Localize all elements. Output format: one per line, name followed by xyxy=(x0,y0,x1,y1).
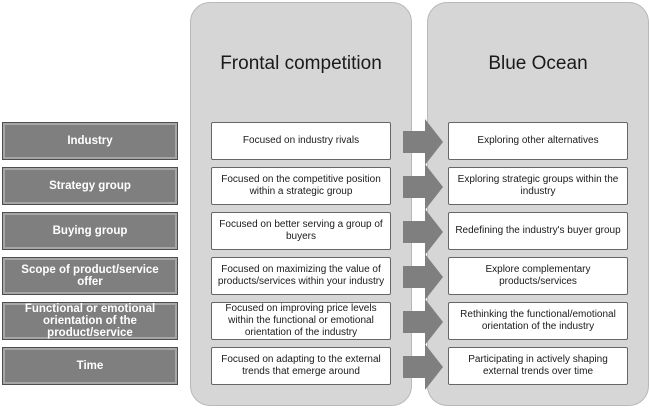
row-label-buying-group: Buying group xyxy=(2,212,178,250)
frontal-cell-industry: Focused on industry rivals xyxy=(211,122,391,160)
row-label-time: Time xyxy=(2,347,178,385)
frontal-cell-orientation: Focused on improving price levels within… xyxy=(211,302,391,340)
row-label-scope: Scope of product/service offer xyxy=(2,257,178,295)
row-label-orientation: Functional or emotional orientation of t… xyxy=(2,302,178,340)
frontal-competition-title: Frontal competition xyxy=(220,53,382,74)
arrow-scope xyxy=(403,254,443,300)
blue-ocean-title: Blue Ocean xyxy=(488,53,588,74)
row-label-industry: Industry xyxy=(2,122,178,160)
frontal-cell-buying-group: Focused on better serving a group of buy… xyxy=(211,212,391,250)
arrow-orientation xyxy=(403,299,443,345)
arrow-buying-group xyxy=(403,209,443,255)
arrow-time xyxy=(403,344,443,390)
frontal-cell-time: Focused on adapting to the external tren… xyxy=(211,347,391,385)
arrow-industry xyxy=(403,119,443,165)
blue-cell-buying-group: Redefining the industry's buyer group xyxy=(448,212,628,250)
blue-cell-industry: Exploring other alternatives xyxy=(448,122,628,160)
blue-cell-time: Participating in actively shaping extern… xyxy=(448,347,628,385)
arrow-strategy-group xyxy=(403,164,443,210)
frontal-cell-strategy-group: Focused on the competitive position with… xyxy=(211,167,391,205)
blue-cell-scope: Explore complementary products/services xyxy=(448,257,628,295)
blue-cell-strategy-group: Exploring strategic groups within the in… xyxy=(448,167,628,205)
row-label-strategy-group: Strategy group xyxy=(2,167,178,205)
blue-cell-orientation: Rethinking the functional/emotional orie… xyxy=(448,302,628,340)
frontal-cell-scope: Focused on maximizing the value of produ… xyxy=(211,257,391,295)
